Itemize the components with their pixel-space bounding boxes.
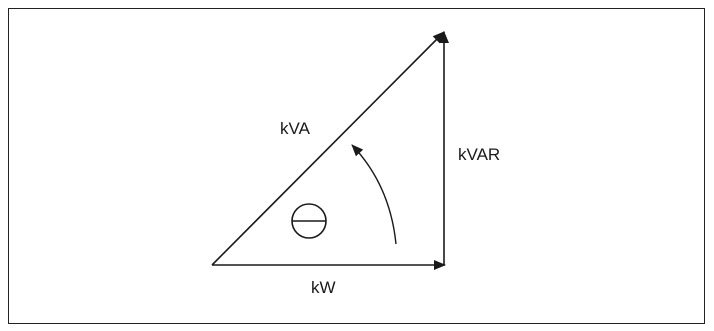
kvar-label: kVAR: [458, 145, 500, 164]
theta-symbol: [291, 203, 327, 239]
angle-arc-arrow: [351, 144, 397, 245]
kva-label: kVA: [280, 119, 311, 138]
diagram-frame: [8, 8, 705, 324]
kva-arrow: [211, 31, 445, 266]
kw-label: kW: [311, 278, 336, 297]
